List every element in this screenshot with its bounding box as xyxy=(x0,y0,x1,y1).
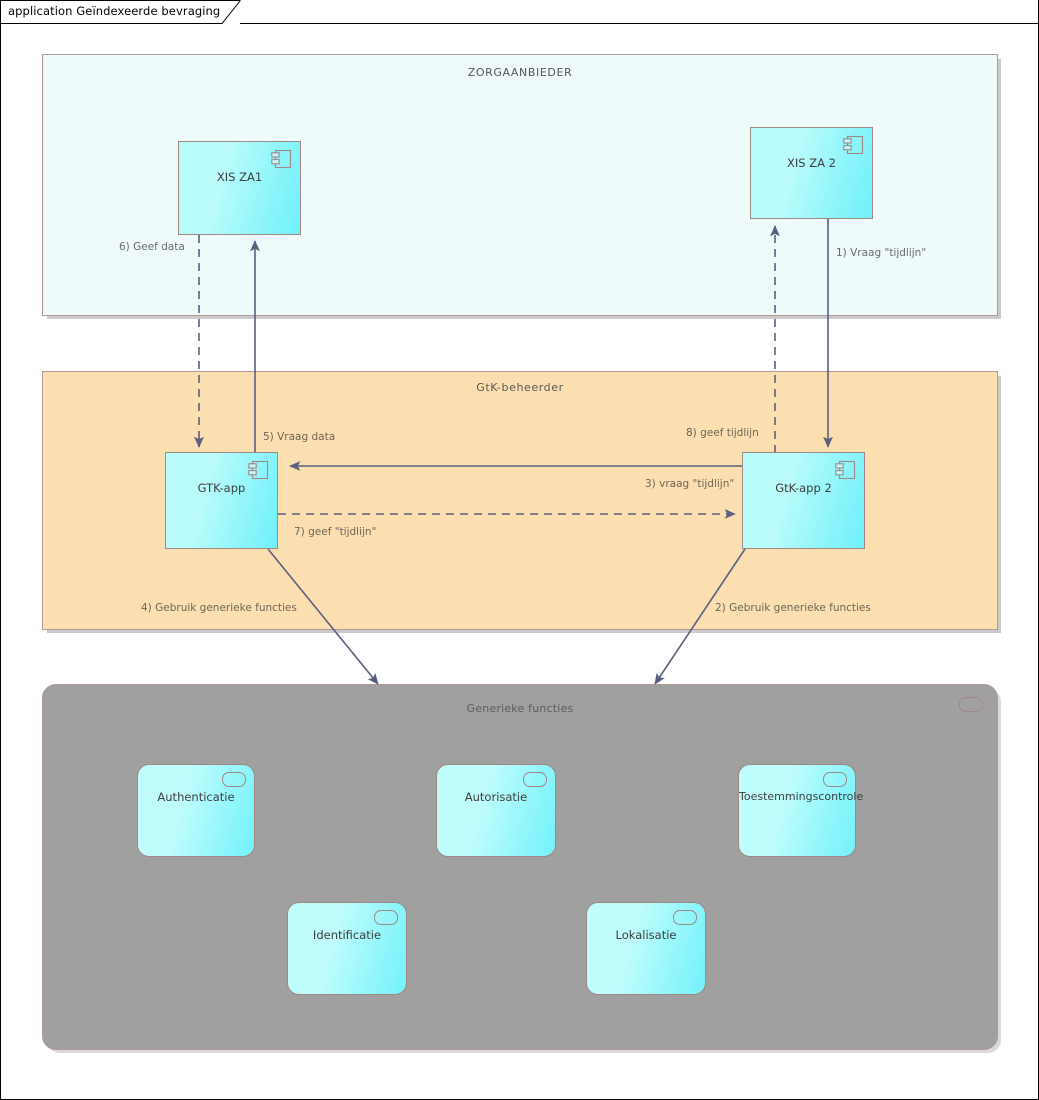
component-xis-za2[interactable]: XIS ZA 2 xyxy=(750,127,873,219)
component-gtk-app-label: GTK-app xyxy=(197,481,246,495)
group-generieke-functies[interactable]: Generieke functies xyxy=(42,684,998,1050)
title-tab-shape xyxy=(0,0,1038,24)
service-lokalisatie-label: Lokalisatie xyxy=(615,928,677,942)
group-gtk-beheerder-title: GtK-beheerder xyxy=(476,381,564,394)
frame-left-border xyxy=(0,0,1,1100)
application-service-icon xyxy=(374,910,398,925)
service-authenticatie[interactable]: Authenticatie xyxy=(137,764,255,857)
service-toestemmingscontrole-label: Toestemmingscontrole xyxy=(739,790,864,803)
component-gtk-app[interactable]: GTK-app xyxy=(165,452,278,549)
service-identificatie[interactable]: Identificatie xyxy=(287,902,407,995)
connector-label-5: 5) Vraag data xyxy=(263,431,336,443)
uml-component-icon xyxy=(271,149,292,169)
group-zorgaanbieder-title: ZORGAANBIEDER xyxy=(467,66,573,79)
connector-label-8: 8) geef tijdlijn xyxy=(686,427,759,439)
group-generieke-functies-title: Generieke functies xyxy=(466,702,574,715)
application-service-icon xyxy=(222,772,246,787)
service-identificatie-label: Identificatie xyxy=(312,928,382,942)
service-lokalisatie[interactable]: Lokalisatie xyxy=(586,902,706,995)
service-toestemmingscontrole[interactable]: Toestemmingscontrole xyxy=(738,764,864,857)
service-authenticatie-label: Authenticatie xyxy=(157,790,235,804)
connector-label-2: 2) Gebruik generieke functies xyxy=(715,602,871,614)
window-title-tab: application Geïndexeerde bevraging xyxy=(0,0,240,24)
component-xis-za1-label: XIS ZA1 xyxy=(216,170,263,184)
window-title-label: application Geïndexeerde bevraging xyxy=(8,4,221,18)
component-xis-za1[interactable]: XIS ZA1 xyxy=(178,141,301,235)
service-autorisatie[interactable]: Autorisatie xyxy=(436,764,556,857)
component-xis-za2-label: XIS ZA 2 xyxy=(787,156,836,170)
application-service-icon xyxy=(959,697,983,712)
connector-label-4: 4) Gebruik generieke functies xyxy=(141,602,297,614)
component-gtk-app-2[interactable]: GtK-app 2 xyxy=(742,452,865,549)
application-service-icon xyxy=(823,772,847,787)
connector-label-7: 7) geef "tijdlijn" xyxy=(294,526,377,538)
application-service-icon xyxy=(673,910,697,925)
uml-component-icon xyxy=(248,460,269,480)
connector-label-6: 6) Geef data xyxy=(119,241,185,253)
uml-component-icon xyxy=(835,460,856,480)
component-gtk-app-2-label: GtK-app 2 xyxy=(775,481,832,495)
connector-label-3: 3) vraag "tijdlijn" xyxy=(645,478,735,490)
uml-component-icon xyxy=(843,135,864,155)
service-autorisatie-label: Autorisatie xyxy=(464,790,528,804)
connector-label-1: 1) Vraag "tijdlijn" xyxy=(836,247,927,259)
application-service-icon xyxy=(523,772,547,787)
